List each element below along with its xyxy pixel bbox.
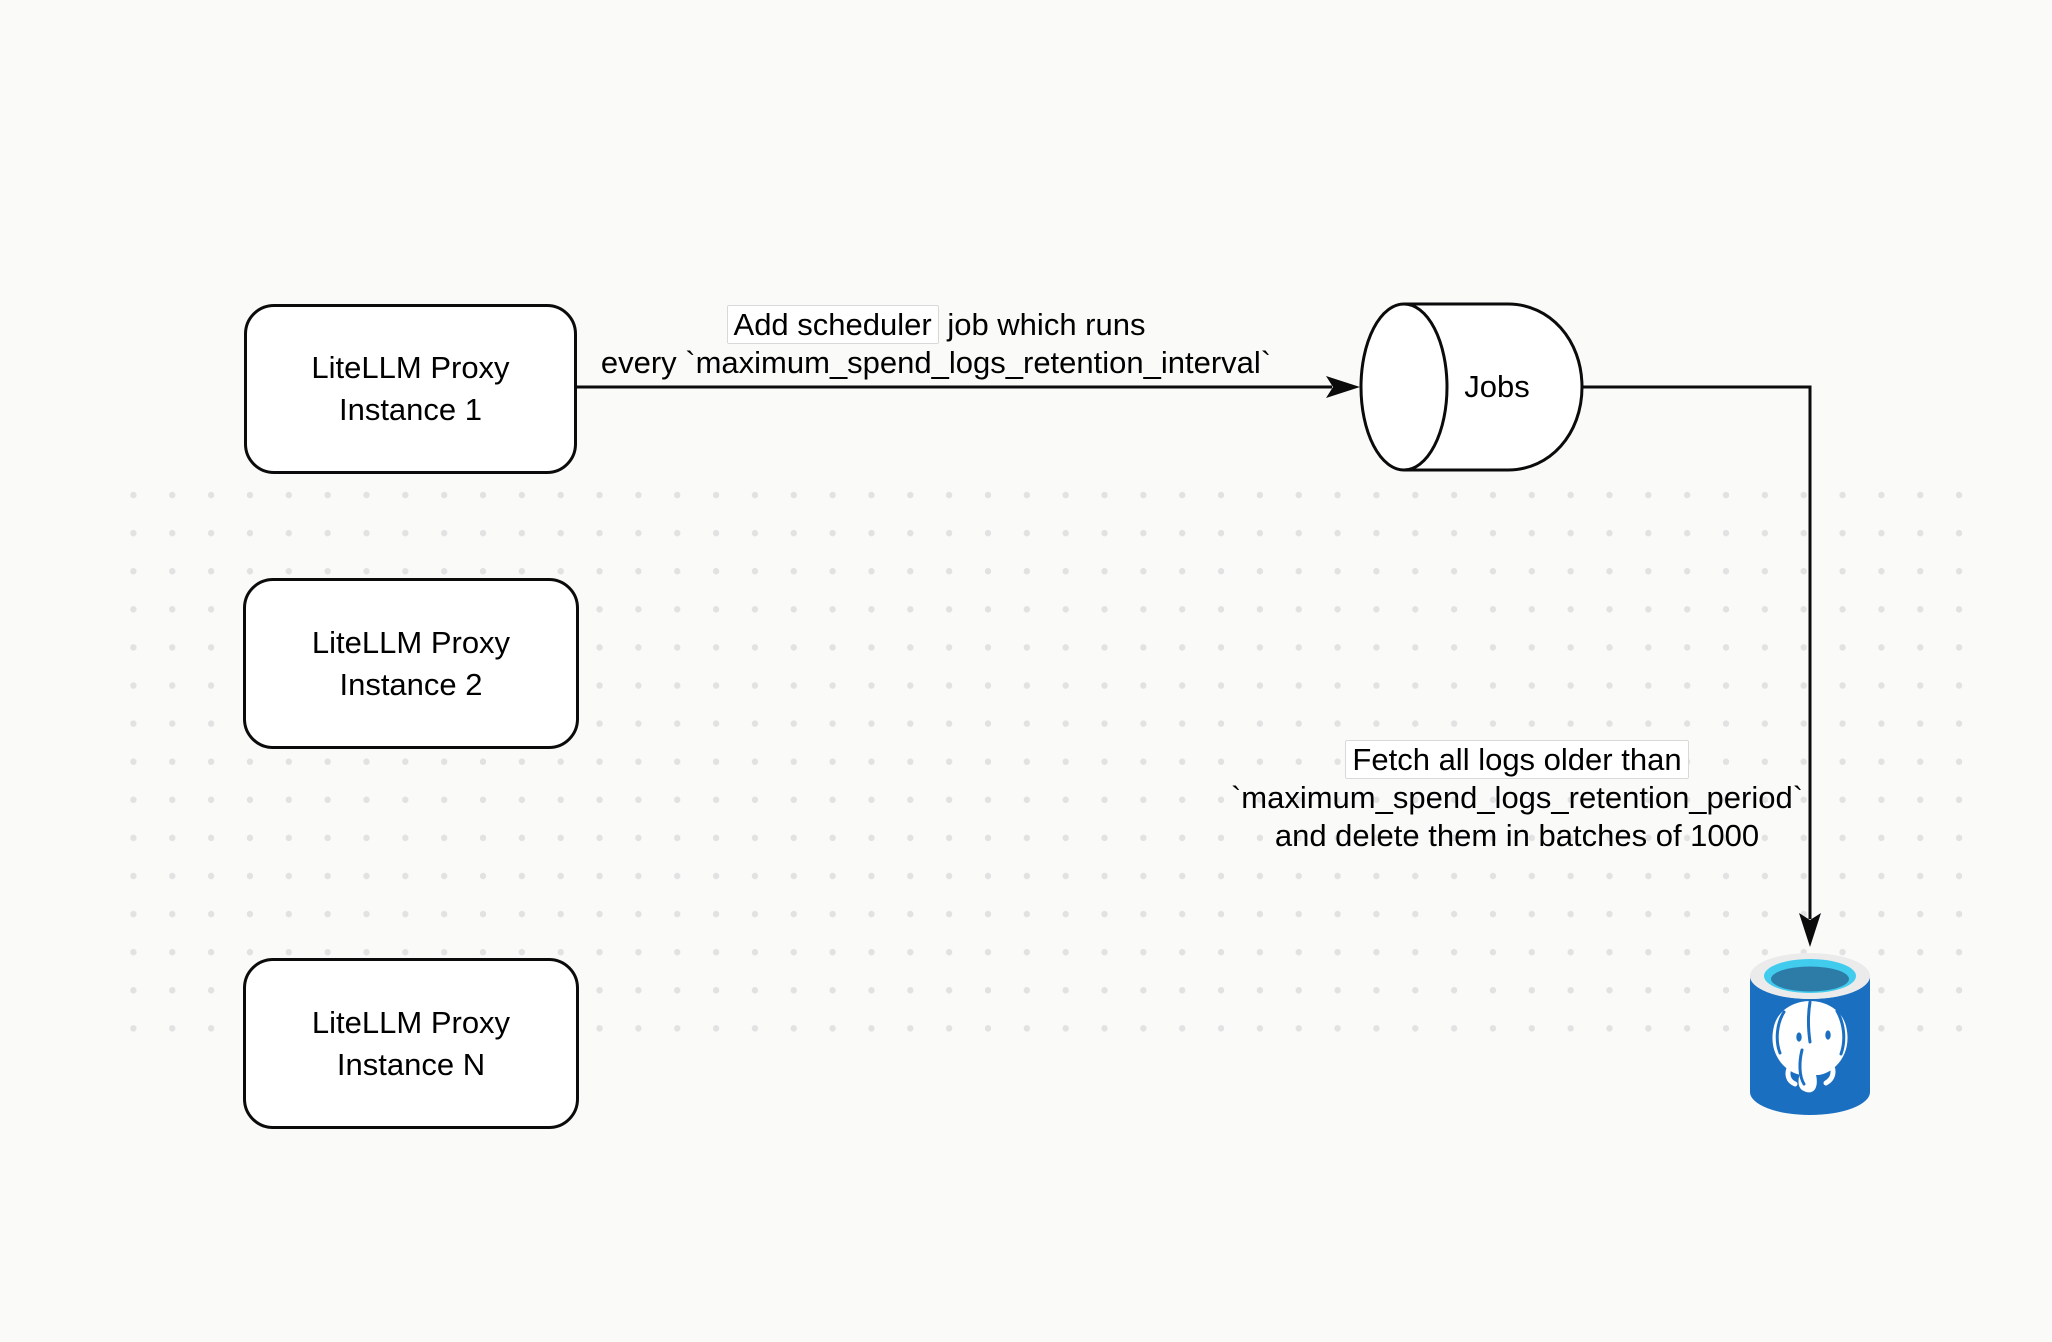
jobs-queue-cylinder-icon	[1359, 302, 1584, 472]
edge-label-line: Add scheduler job which runs	[586, 305, 1286, 344]
node-label-line: LiteLLM Proxy	[311, 350, 510, 385]
label-chip: Fetch all logs older than	[1345, 740, 1689, 779]
queue-cap	[1359, 302, 1449, 472]
queue-body	[1404, 302, 1584, 472]
jobs-queue-label: Jobs	[1464, 369, 1530, 404]
node-label-line: LiteLLM Proxy	[311, 624, 511, 660]
node-label-line: Instance N	[336, 1046, 486, 1082]
postgresql-icon	[1750, 953, 1870, 1115]
arrow-jobs-to-postgres	[1582, 385, 1812, 919]
node-label-line: Instance 1	[338, 392, 483, 427]
edge-label-text: job which runs	[938, 307, 1146, 342]
postgres-elephant-icon	[1772, 1000, 1848, 1093]
label-chip: Add scheduler	[726, 305, 939, 344]
edge-label-line: `maximum_spend_logs_retention_period`	[1230, 780, 1804, 815]
arrowhead-down-icon	[1799, 913, 1821, 947]
edge-label-line: every `maximum_spend_logs_retention_inte…	[600, 345, 1272, 380]
node-litellm-proxy-instance-2: LiteLLM Proxy Instance 2	[243, 578, 579, 749]
node-litellm-proxy-instance-1: LiteLLM Proxy Instance 1	[244, 304, 577, 474]
node-litellm-proxy-instance-n: LiteLLM Proxy Instance N	[243, 958, 579, 1129]
edge-label-scheduler: Add scheduler job which runs every `maxi…	[586, 305, 1286, 382]
node-label-line: Instance 2	[339, 666, 483, 702]
edge-label-line: and delete them in batches of 1000	[1274, 818, 1760, 853]
arrowhead-right-icon	[1326, 376, 1360, 398]
node-label-line: LiteLLM Proxy	[311, 1004, 511, 1040]
edge-label-fetch-delete: Fetch all logs older than `maximum_spend…	[1167, 740, 1867, 855]
edge-label-line: Fetch all logs older than	[1167, 740, 1867, 779]
